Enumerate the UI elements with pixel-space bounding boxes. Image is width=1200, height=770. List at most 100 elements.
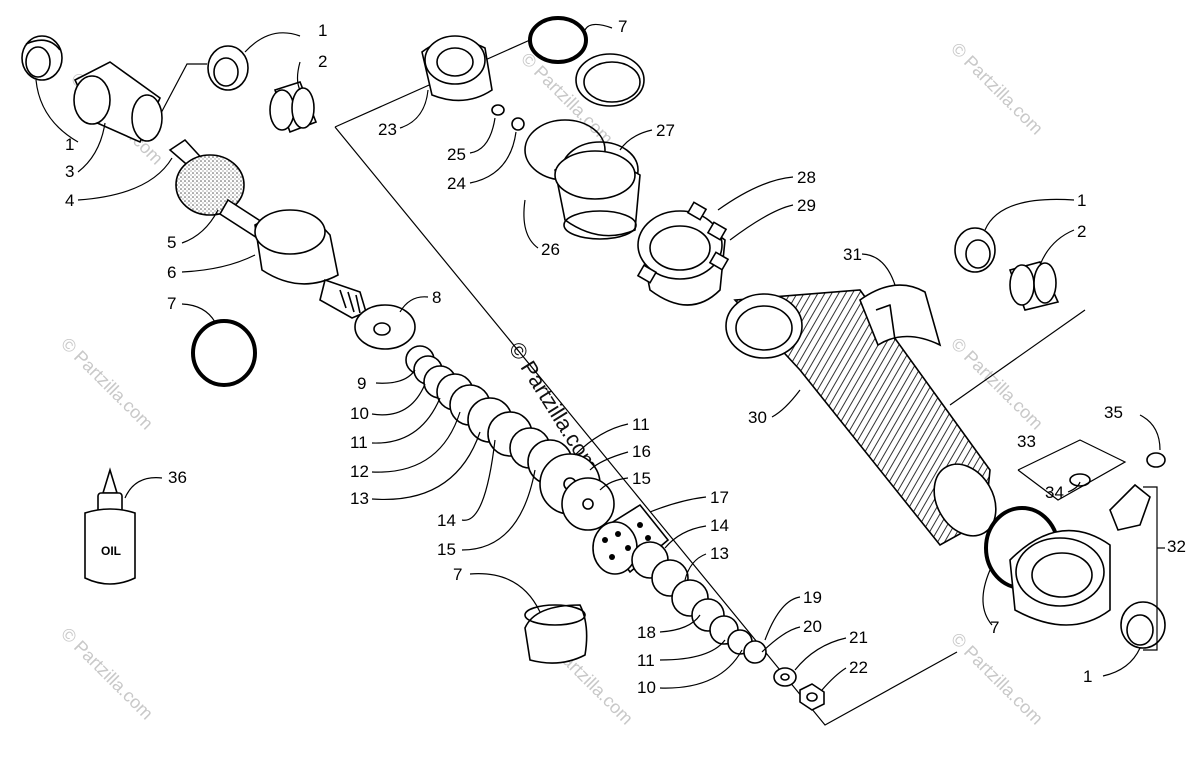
callout-label: 11	[637, 651, 655, 670]
callout-label: 14	[437, 511, 456, 530]
callout-label: 13	[710, 544, 729, 563]
bushing-part-1-bottom-right	[1120, 601, 1166, 649]
callout-label: 15	[437, 540, 456, 559]
small-parts-24-25	[491, 104, 525, 131]
callout-label: 33	[1017, 432, 1036, 451]
leader-line	[371, 383, 426, 416]
leader-line	[794, 637, 847, 671]
bottle-label: OIL	[101, 544, 121, 558]
leader-line	[659, 649, 743, 689]
shim-stack	[354, 304, 825, 711]
callout-label: 7	[167, 294, 176, 313]
leader-line	[729, 204, 794, 241]
callout-label: 15	[632, 469, 651, 488]
callout-label: 8	[432, 288, 441, 307]
leader-line	[1139, 414, 1161, 451]
callout-label: 22	[849, 658, 868, 677]
leader-line	[771, 389, 801, 418]
leader-line	[1039, 229, 1075, 266]
leader-line	[371, 431, 481, 501]
bushing-part-1-right	[954, 227, 996, 273]
callout-label: 16	[632, 442, 651, 461]
leader-line	[181, 254, 256, 273]
leader-line	[982, 569, 993, 626]
callout-label: 25	[447, 145, 466, 164]
leader-line	[469, 573, 541, 613]
callout-label: 35	[1104, 403, 1123, 422]
leader-line	[181, 209, 219, 244]
rod-end-part-6	[254, 209, 367, 319]
callout-label: 20	[803, 617, 822, 636]
callout-label: 3	[65, 162, 74, 181]
nut-part-22	[799, 683, 825, 711]
callout-label: 21	[849, 628, 868, 647]
o-ring-part-7-left	[191, 319, 257, 387]
group-33-outline	[1017, 439, 1127, 501]
callout-label: 26	[541, 240, 560, 259]
leader-line	[296, 61, 301, 91]
watermark: © Partzilla.com	[947, 39, 1047, 139]
leader-line	[181, 303, 216, 323]
leader-line	[619, 129, 653, 151]
callout-label: 11	[632, 415, 650, 434]
callout-label: 14	[710, 516, 729, 535]
fitting-part-33-34	[1069, 473, 1151, 531]
callout-label: 23	[378, 120, 397, 139]
callout-label: 34	[1045, 483, 1064, 502]
leader-line	[599, 477, 629, 491]
callout-label: 29	[797, 196, 816, 215]
leader-line	[461, 469, 536, 551]
callout-label: 1	[318, 21, 327, 40]
bracket-32	[1143, 486, 1158, 651]
leader-line	[35, 79, 79, 143]
leader-line	[589, 451, 629, 471]
band-part-7-top	[575, 53, 645, 107]
leader-line	[124, 477, 163, 499]
reservoir-cap-part-23	[421, 35, 493, 102]
watermark: © Partzilla.com	[57, 334, 157, 434]
band-part-7-mid	[524, 604, 588, 664]
leader-line	[584, 23, 613, 31]
callout-label: 2	[318, 52, 327, 71]
leader-line	[821, 667, 847, 691]
watermark: © Partzilla.com	[57, 624, 157, 724]
callout-label: 1	[1077, 191, 1086, 210]
callout-label: 10	[637, 678, 656, 697]
callout-label: 19	[803, 588, 822, 607]
washer-part-8	[354, 304, 416, 350]
callout-label: 30	[748, 408, 767, 427]
leader-line	[375, 369, 416, 384]
leader-line	[461, 439, 496, 521]
callout-label: 36	[168, 468, 187, 487]
callout-label: 12	[350, 462, 369, 481]
o-ring-part-7-top	[528, 16, 588, 64]
watermark: © Partzilla.com	[947, 629, 1047, 729]
leader-line	[1067, 481, 1081, 493]
shock-body-part-30	[725, 289, 997, 547]
leader-line	[523, 199, 539, 249]
bushing-part-26	[554, 150, 641, 240]
bushing-part-1-topleft	[21, 35, 63, 81]
watermark: © Partzilla.com	[947, 334, 1047, 434]
callout-label: 10	[350, 404, 369, 423]
callout-label: 31	[843, 245, 862, 264]
callout-label: 18	[637, 623, 656, 642]
piston-part-17	[592, 503, 670, 575]
leader-line	[717, 176, 794, 211]
oil-bottle-part-36: OIL	[84, 467, 136, 585]
leader-line	[861, 253, 896, 286]
leader-line	[761, 626, 801, 653]
eyelet-part-4	[168, 138, 245, 216]
screw-part-35	[1146, 452, 1166, 468]
leader-line	[659, 639, 726, 661]
callout-label: 4	[65, 191, 74, 210]
leader-line	[399, 89, 429, 129]
leader-line	[469, 131, 517, 184]
callout-label: 1	[65, 135, 74, 154]
leader-line	[77, 122, 106, 173]
leader-line	[371, 397, 441, 444]
callout-label: 7	[618, 17, 627, 36]
bushing-part-1-top	[207, 45, 249, 91]
callout-label: 2	[1077, 222, 1086, 241]
